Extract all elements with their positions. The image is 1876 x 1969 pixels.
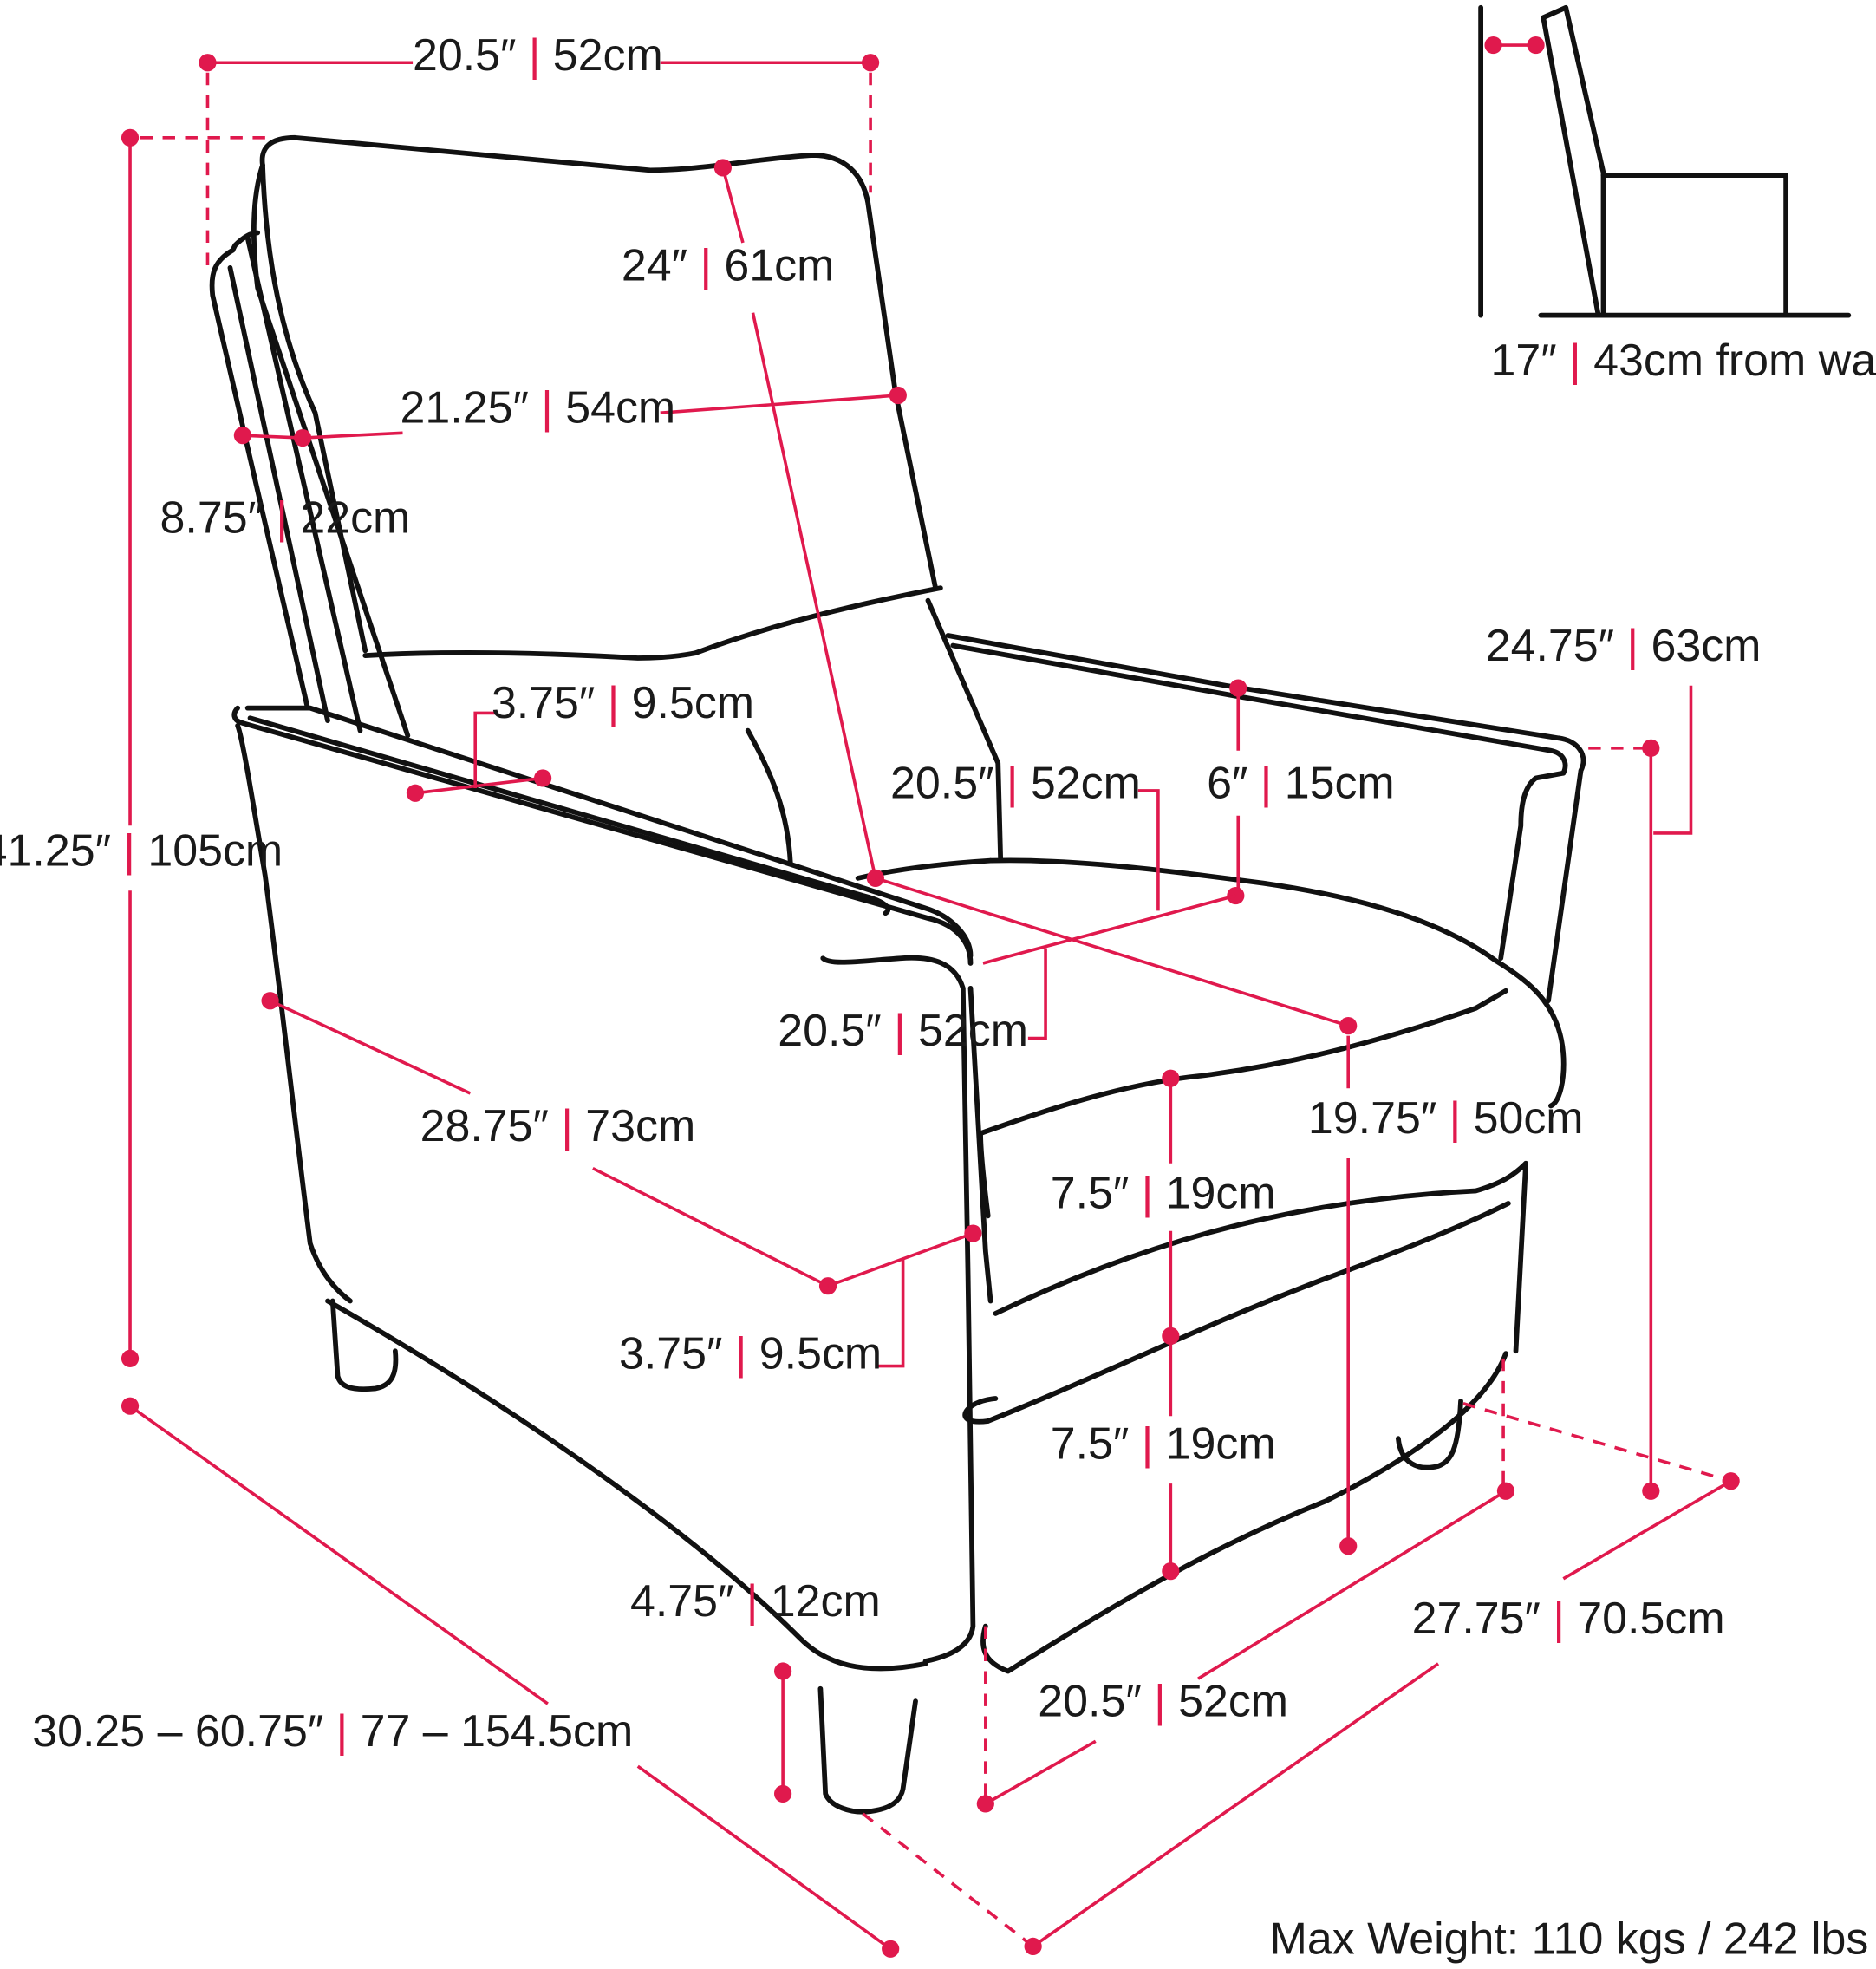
label-back-depth: 8.75″ | 22cm [160,493,411,544]
label-seat-width-back: 20.5″ | 52cm [890,759,1141,809]
side-view-inset [1478,4,1852,318]
chair-outline [209,134,1586,1815]
label-back-width: 20.5″ | 52cm [413,30,663,81]
label-cushion-height-lower: 7.5″ | 19cm [1051,1418,1276,1469]
label-seat-width-front: 20.5″ | 52cm [778,1006,1028,1056]
label-seat-height: 19.75″ | 50cm [1308,1093,1584,1144]
label-wall-clearance: 17″ | 43cm from wall [1491,336,1876,386]
label-arm-length: 28.75″ | 73cm [420,1101,696,1151]
label-depth-range: 30.25 – 60.75″ | 77 – 154.5cm [32,1706,633,1757]
label-seat-front-width: 20.5″ | 52cm [1038,1676,1288,1726]
label-arm-height-above-seat: 6″ | 15cm [1207,759,1395,809]
label-total-height: 41.25″ | 105cm [0,825,283,876]
label-arm-width: 3.75″ | 9.5cm [492,678,754,728]
label-arm-front-width: 3.75″ | 9.5cm [619,1328,882,1379]
label-cushion-height-upper: 7.5″ | 19cm [1051,1169,1276,1219]
label-total-width: 27.75″ | 70.5cm [1412,1594,1725,1644]
label-back-height: 24″ | 61cm [622,240,834,290]
dimension-labels: 20.5″ | 52cm 24″ | 61cm 21.25″ | 54cm 8.… [0,30,1876,1965]
label-leg-height: 4.75″ | 12cm [630,1576,881,1627]
max-weight-note: Max Weight: 110 kgs / 242 lbs [1270,1914,1869,1965]
label-arm-height-total: 24.75″ | 63cm [1486,621,1762,671]
dimension-lines [121,54,1740,1958]
label-back-top-width: 21.25″ | 54cm [401,383,676,434]
